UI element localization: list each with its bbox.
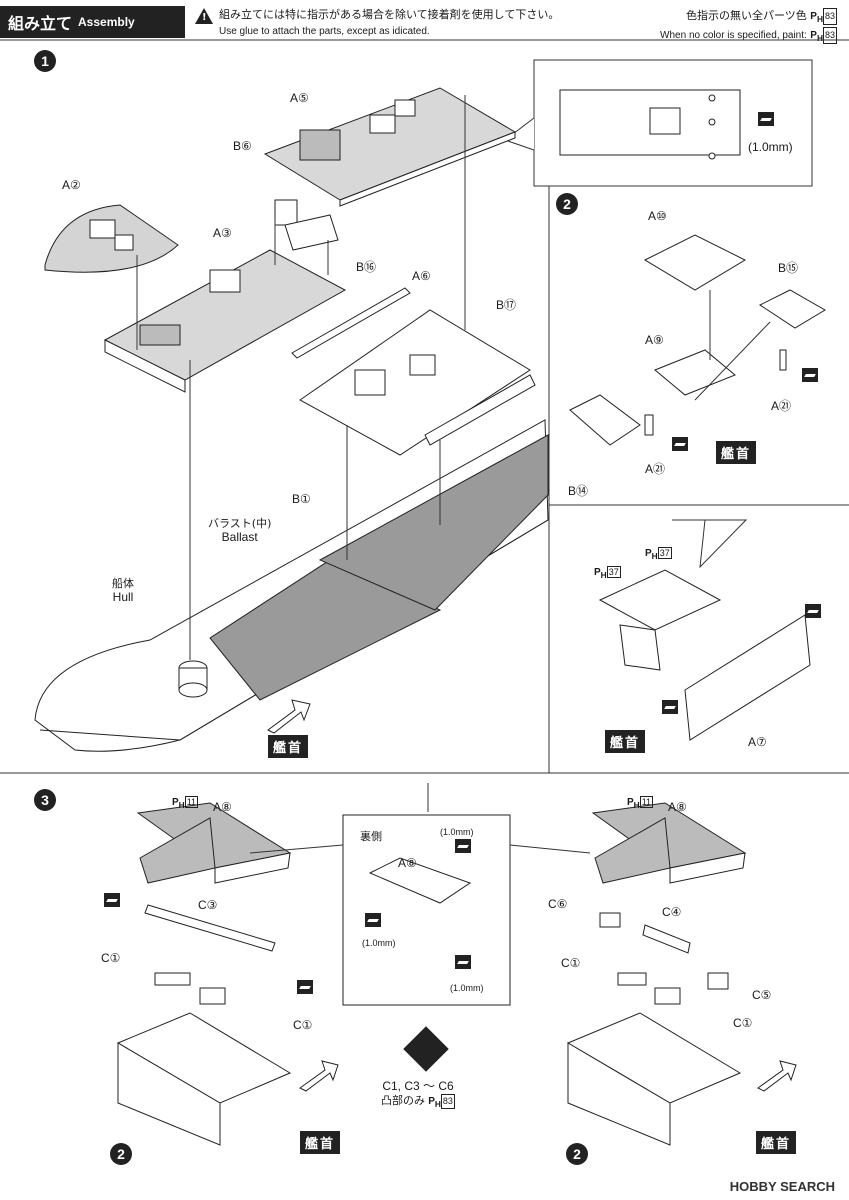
watermark: HOBBY SEARCH — [729, 1179, 835, 1194]
drill-icon-center-3 — [455, 955, 471, 969]
label-c3-left: C③ — [198, 898, 218, 912]
label-c5-right: C⑤ — [752, 988, 772, 1002]
label-b15: B⑮ — [778, 261, 799, 275]
label-a21-bottom: A㉑ — [645, 462, 666, 476]
glue-icon-a21-bottom — [672, 437, 688, 451]
warn-jp: 組み立てには特に指示がある場合を除いて接着剤を使用して下さい。 — [219, 8, 560, 21]
hole-size-center-2: (1.0mm) — [362, 938, 396, 948]
step-2-badge: 2 — [556, 193, 578, 215]
warn-en: Use glue to attach the parts, except as … — [219, 26, 430, 37]
label-c6-right: C⑥ — [548, 897, 568, 911]
glue-icon-c3-right — [297, 980, 313, 994]
bow-marker-step2-top: 艦首 — [716, 441, 757, 464]
step3-illustration — [116, 802, 797, 1146]
paint-jp: 色指示の無い全パーツ色 — [686, 9, 807, 22]
glue-icon-a7-top — [805, 604, 821, 618]
label-a5: A⑤ — [290, 91, 309, 105]
label-c1b-left: C① — [293, 1018, 313, 1032]
label-b1: B① — [292, 492, 311, 506]
bow-marker-step1: 艦首 — [268, 735, 309, 758]
label-a7: A⑦ — [748, 735, 767, 749]
label-a2: A② — [62, 178, 81, 192]
label-c1a-left: C① — [101, 951, 121, 965]
label-b16: B⑯ — [356, 260, 377, 274]
ballast-label: バラスト(中)Ballast — [208, 517, 272, 544]
label-a8-center: A⑧ — [398, 856, 417, 870]
sub-assembly-2-right: 2 — [566, 1143, 588, 1165]
glue-warning: ! 組み立てには特に指示がある場合を除いて接着剤を使用して下さい。 Use glu… — [195, 8, 595, 39]
assembly-title: 組み立て Assembly — [0, 6, 185, 38]
step2-illustration — [569, 234, 826, 446]
step2-lower-illustration — [598, 569, 811, 741]
title-jp: 組み立て — [8, 14, 73, 33]
label-a21-top: A㉑ — [771, 399, 792, 413]
glue-icon-c3-left — [104, 893, 120, 907]
title-en: Assembly — [78, 15, 135, 29]
label-c1a-right: C① — [561, 956, 581, 970]
glue-icon-a7-bottom — [662, 700, 678, 714]
label-a8-left: A⑧ — [213, 800, 232, 814]
label-a10: A⑩ — [648, 209, 667, 223]
sub-assembly-2-left: 2 — [110, 1143, 132, 1165]
hole-size-center-1: (1.0mm) — [440, 827, 474, 837]
bow-marker-step3-right: 艦首 — [756, 1131, 797, 1154]
paint-en: When no color is specified, paint: — [660, 30, 807, 41]
drill-icon-center-2 — [365, 913, 381, 927]
drill-icon-center-1 — [455, 839, 471, 853]
step-3-badge: 3 — [34, 789, 56, 811]
label-c4-right: C④ — [662, 905, 682, 919]
detail-underside — [559, 89, 741, 160]
label-c1b-right: C① — [733, 1016, 753, 1030]
glue-icon-a21-top — [802, 368, 818, 382]
hole-size-center-3: (1.0mm) — [450, 983, 484, 993]
warning-icon: ! — [195, 8, 213, 24]
step-1-badge: 1 — [34, 50, 56, 72]
label-b6: B⑥ — [233, 139, 252, 153]
drill-hole-icon — [758, 112, 774, 126]
underside-title: 裏側 — [360, 830, 382, 843]
label-b14: B⑭ — [568, 484, 589, 498]
label-a3: A③ — [213, 226, 232, 240]
step1-illustration — [34, 87, 549, 752]
label-a6: A⑥ — [412, 269, 431, 283]
hole-size-label: (1.0mm) — [748, 140, 793, 154]
label-b17: B⑰ — [496, 298, 517, 312]
label-a9: A⑨ — [645, 333, 664, 347]
bow-marker-step2-bottom: 艦首 — [605, 730, 646, 753]
label-a8-right: A⑧ — [668, 800, 687, 814]
bow-marker-step3-left: 艦首 — [300, 1131, 341, 1154]
